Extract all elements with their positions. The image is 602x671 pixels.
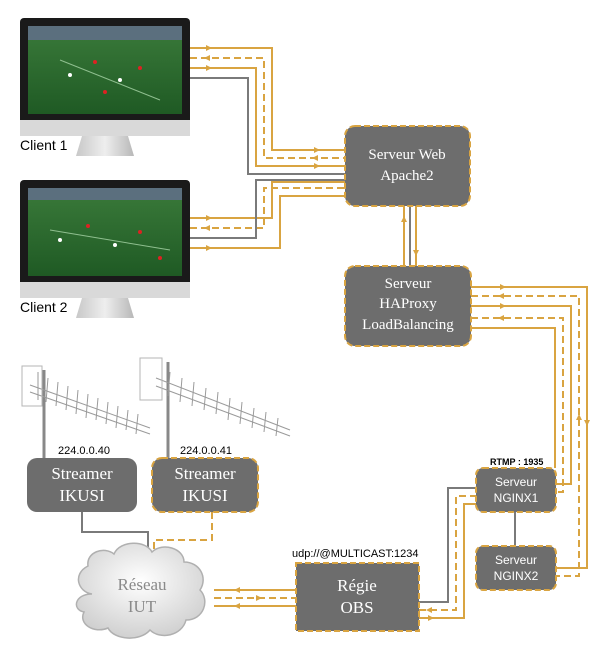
link-haproxy-nginx	[471, 286, 588, 577]
link-obs-nginx1	[419, 487, 476, 619]
haproxy-line3: LoadBalancing	[362, 317, 454, 333]
connections	[81, 47, 588, 619]
server-haproxy: Serveur HAProxy LoadBalancing	[344, 265, 472, 347]
streamer-2: Streamer IKUSI	[151, 457, 259, 513]
client-2: Client 2	[20, 180, 190, 318]
apache-line2: Apache2	[380, 168, 433, 184]
antenna-icon-2	[139, 357, 291, 458]
server-nginx1: Serveur NGINX1	[475, 467, 557, 513]
link-client2-apache	[190, 179, 345, 249]
nginx1-line2: NGINX1	[494, 491, 539, 505]
link-client1-apache	[190, 47, 345, 175]
obs-line1: Régie	[337, 576, 377, 595]
monitor-icon	[20, 180, 190, 318]
server-apache: Serveur Web Apache2	[344, 125, 471, 207]
udp-label: udp://@MULTICAST:1234	[292, 548, 419, 560]
obs-line2: OBS	[340, 598, 373, 617]
streamer-2-line2: IKUSI	[182, 486, 228, 505]
arrow-markers	[204, 45, 590, 621]
streamer-1-line1: Streamer	[51, 464, 113, 483]
nginx2-line2: NGINX2	[494, 569, 539, 583]
antenna-icon-1	[21, 365, 151, 458]
rtmp-label: RTMP : 1935	[490, 457, 543, 467]
link-apache-haproxy	[403, 206, 417, 266]
cloud-line1: Réseau	[117, 575, 167, 594]
monitor-icon	[20, 18, 190, 156]
link-cloud-obs	[214, 589, 296, 607]
haproxy-line2: HAProxy	[379, 296, 437, 312]
cloud-icon	[75, 542, 206, 639]
cloud-reseau-iut: Réseau IUT	[75, 542, 206, 639]
haproxy-line1: Serveur	[385, 276, 432, 292]
link-streamers-cloud	[81, 512, 213, 550]
client-1-label: Client 1	[20, 137, 68, 153]
server-nginx2: Serveur NGINX2	[475, 545, 557, 591]
streamer-2-ip: 224.0.0.41	[180, 445, 232, 457]
nginx1-line1: Serveur	[495, 475, 537, 489]
client-2-label: Client 2	[20, 299, 68, 315]
streamer-1-line2: IKUSI	[59, 486, 105, 505]
streamer-1-ip: 224.0.0.40	[58, 445, 110, 457]
streamer-1: Streamer IKUSI	[27, 458, 137, 512]
client-1: Client 1	[20, 18, 190, 156]
apache-line1: Serveur Web	[368, 147, 445, 163]
server-obs: Régie OBS	[295, 562, 420, 632]
streamer-2-line1: Streamer	[174, 464, 236, 483]
cloud-line2: IUT	[128, 597, 157, 616]
nginx2-line1: Serveur	[495, 553, 537, 567]
